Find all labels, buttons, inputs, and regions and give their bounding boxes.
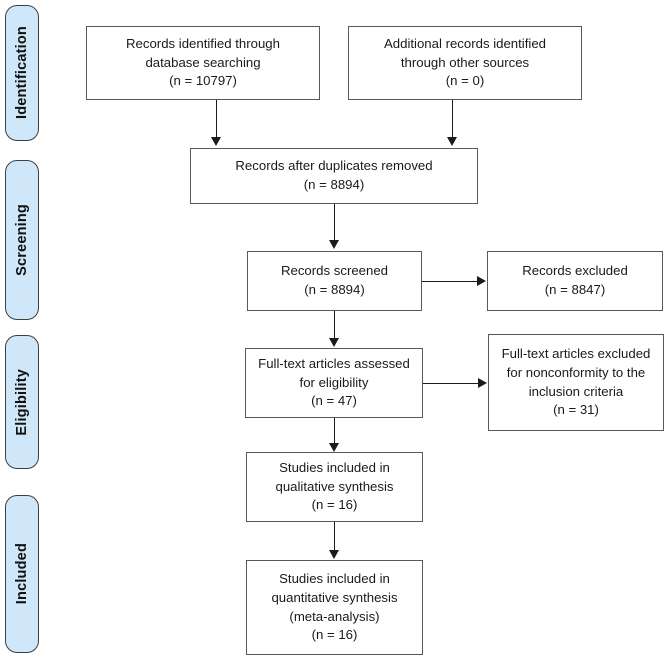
connector-qualitative-to-quantitative — [333, 522, 336, 551]
box-records-after-duplicates-removed: Records after duplicates removed (n = 88… — [190, 148, 478, 204]
box-records-excluded: Records excluded (n = 8847) — [487, 251, 663, 311]
box-records-identified-database: Records identified through database sear… — [86, 26, 320, 100]
box-records-screened: Records screened (n = 8894) — [247, 251, 422, 311]
stage-pill-identification: Identification — [5, 5, 39, 141]
arrowhead-screened-to-assessed — [329, 338, 339, 347]
arrowhead-qualitative-to-quantitative — [329, 550, 339, 559]
box-additional-records-other-sources: Additional records identified through ot… — [348, 26, 582, 100]
connector-other-sources-to-duplicates — [451, 100, 454, 138]
box-records-excluded-text: Records excluded (n = 8847) — [522, 263, 628, 297]
stage-label-included: Included — [13, 543, 30, 605]
connector-duplicates-to-screened — [333, 204, 336, 241]
box-records-after-duplicates-removed-text: Records after duplicates removed (n = 88… — [235, 158, 433, 192]
stage-label-identification: Identification — [13, 26, 30, 120]
box-records-identified-database-text: Records identified through database sear… — [126, 35, 280, 89]
arrowhead-database-to-duplicates — [211, 137, 221, 146]
stage-pill-screening: Screening — [5, 160, 39, 320]
box-full-text-excluded-text: Full-text articles excluded for nonconfo… — [501, 346, 651, 418]
box-studies-quantitative-text: Studies included in quantitative synthes… — [271, 571, 398, 643]
arrowhead-duplicates-to-screened — [329, 240, 339, 249]
box-additional-records-other-sources-text: Additional records identified through ot… — [383, 35, 546, 89]
connector-screened-to-excluded — [422, 280, 478, 283]
box-full-text-assessed-text: Full-text articles assessed for eligibil… — [258, 355, 410, 409]
arrowhead-assessed-to-qualitative — [329, 443, 339, 452]
stage-pill-eligibility: Eligibility — [5, 335, 39, 469]
connector-assessed-to-excluded — [423, 382, 479, 385]
stage-label-eligibility: Eligibility — [13, 368, 30, 436]
connector-assessed-to-qualitative — [333, 418, 336, 444]
box-studies-qualitative-text: Studies included in qualitative synthesi… — [275, 459, 394, 513]
box-full-text-excluded: Full-text articles excluded for nonconfo… — [488, 334, 664, 431]
connector-database-to-duplicates — [215, 100, 218, 138]
box-full-text-assessed: Full-text articles assessed for eligibil… — [245, 348, 423, 418]
arrowhead-assessed-to-excluded — [478, 378, 487, 388]
box-records-screened-text: Records screened (n = 8894) — [280, 263, 389, 297]
box-studies-quantitative: Studies included in quantitative synthes… — [246, 560, 423, 655]
box-studies-qualitative: Studies included in qualitative synthesi… — [246, 452, 423, 522]
stage-label-screening: Screening — [13, 204, 30, 276]
arrowhead-screened-to-excluded — [477, 276, 486, 286]
connector-screened-to-assessed — [333, 311, 336, 339]
stage-pill-included: Included — [5, 495, 39, 653]
arrowhead-other-sources-to-duplicates — [447, 137, 457, 146]
